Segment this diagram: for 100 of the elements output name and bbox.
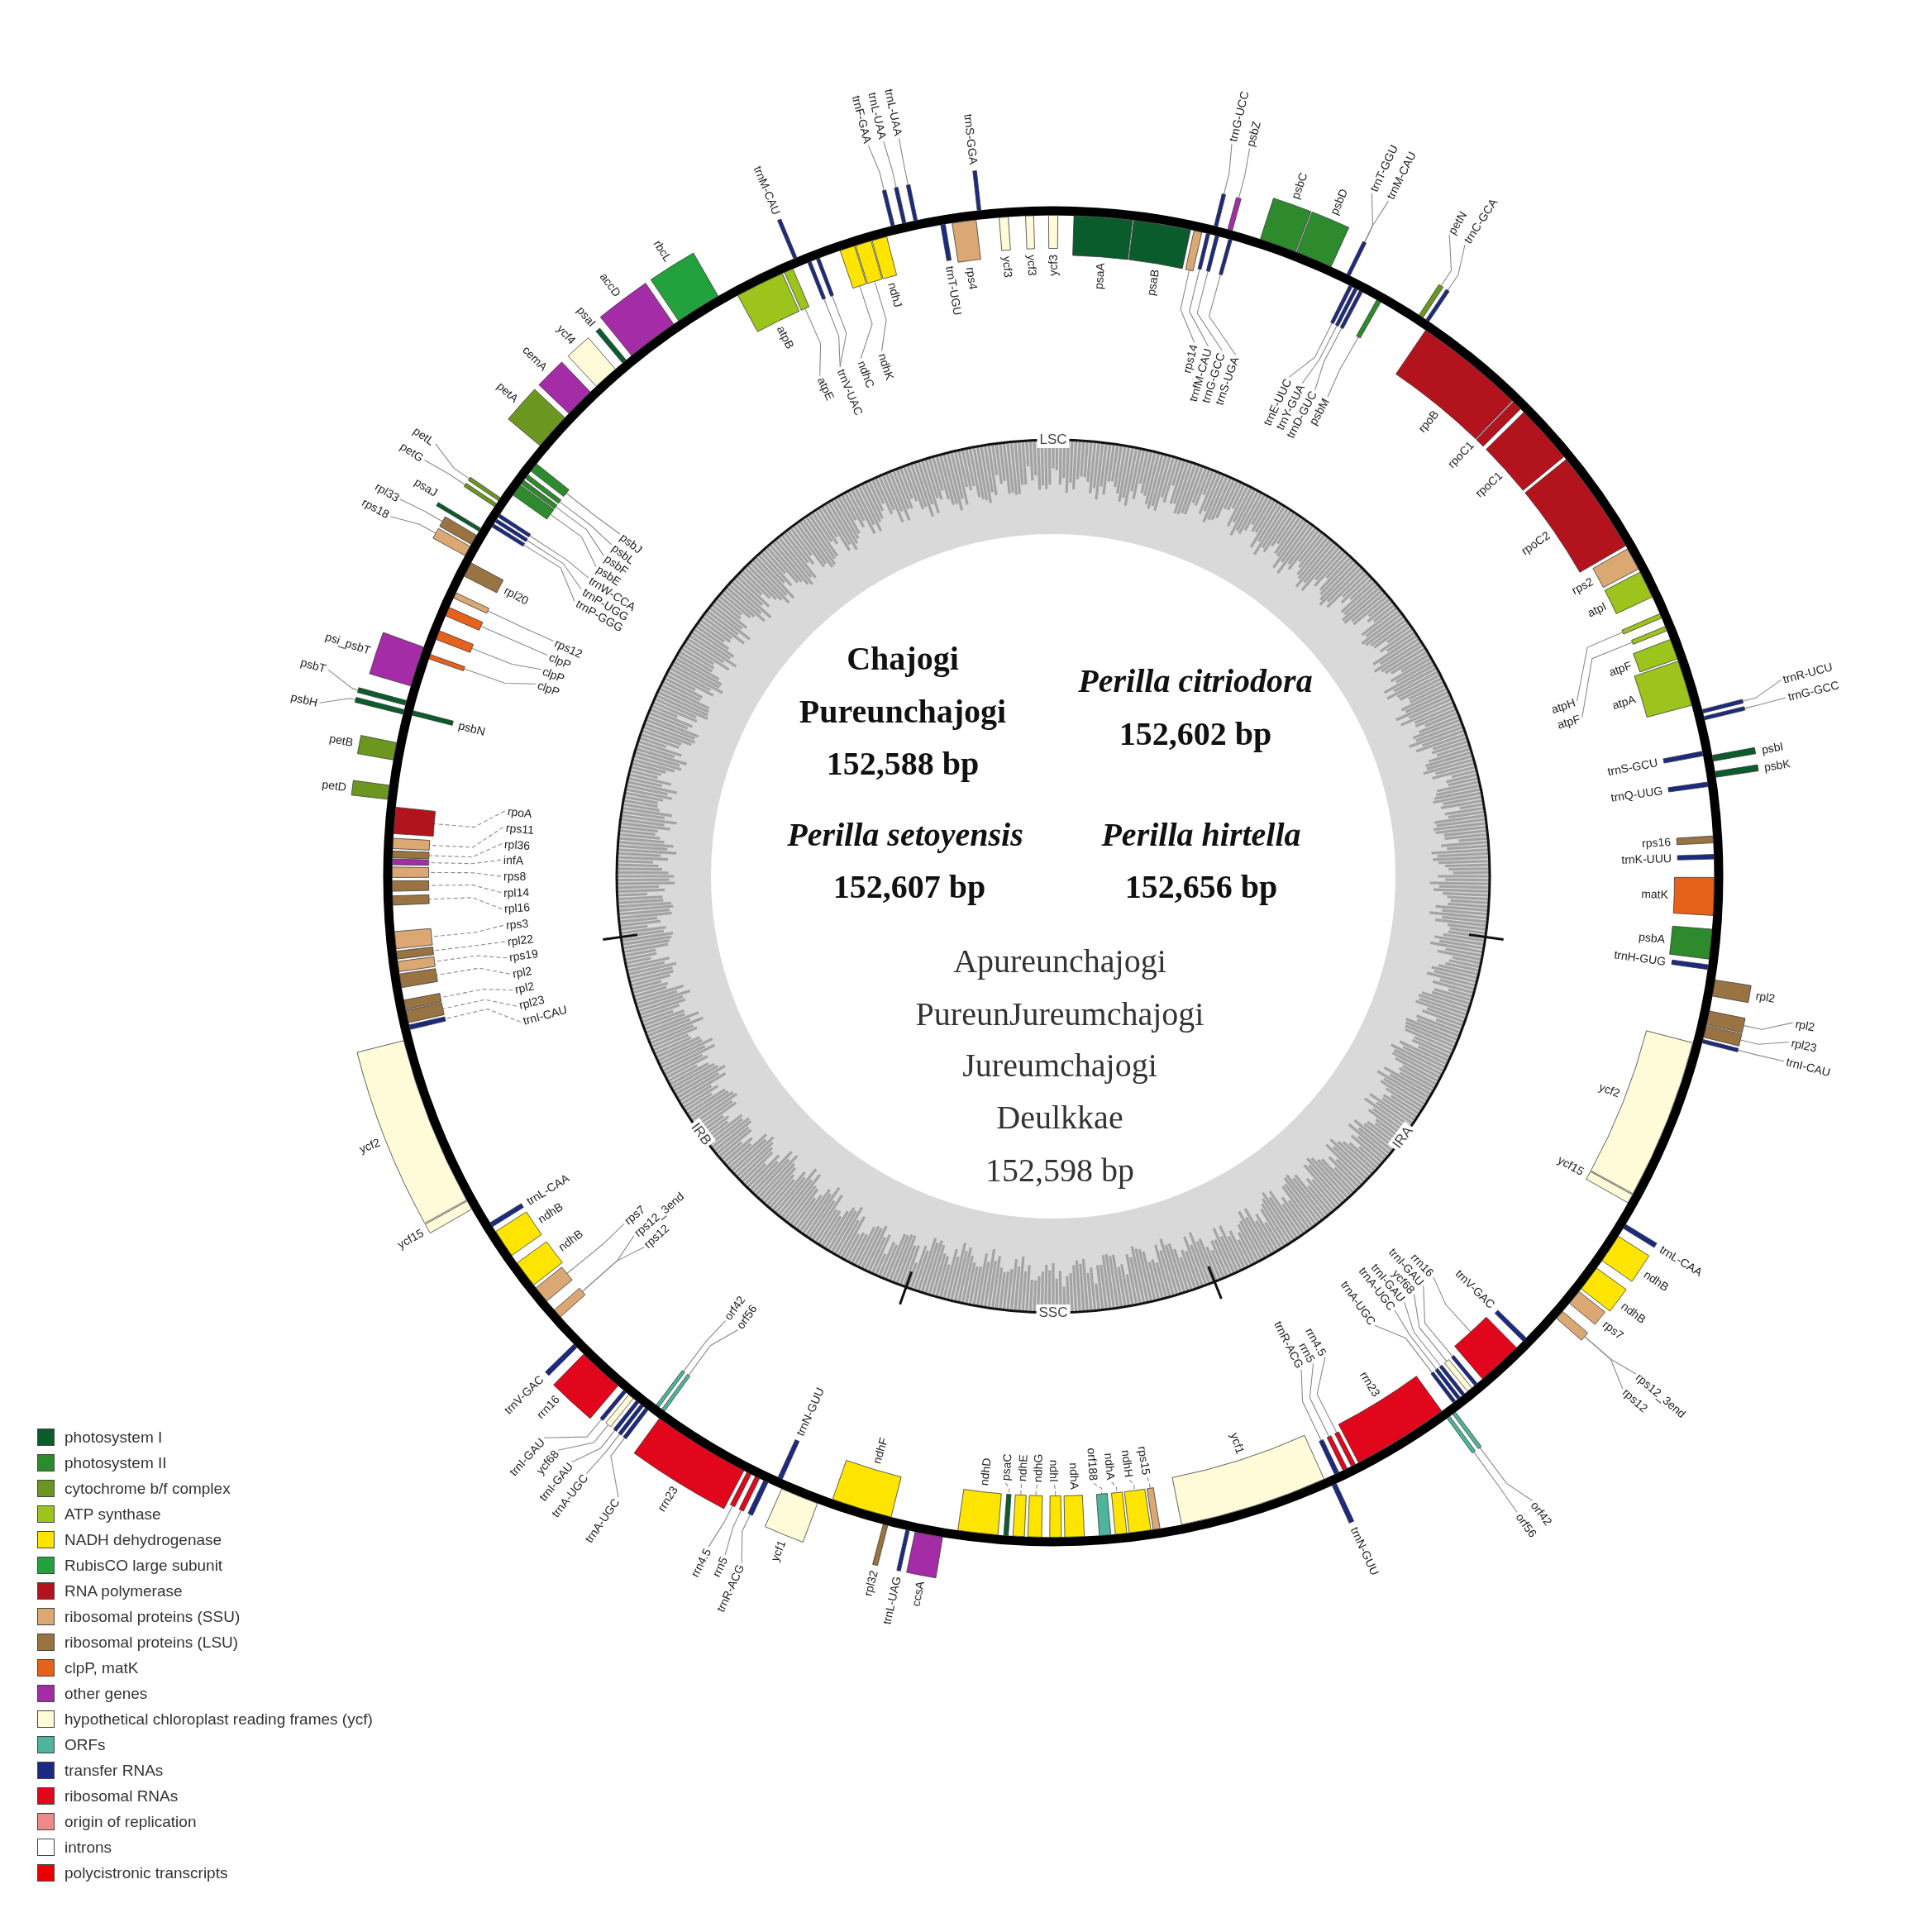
leader-line	[724, 1510, 742, 1556]
gene-block	[881, 189, 895, 227]
gene-block	[1711, 746, 1757, 762]
gene-block	[357, 735, 398, 761]
leader-line	[1196, 270, 1223, 351]
gene-block	[1452, 1411, 1482, 1449]
gene-block	[464, 483, 497, 508]
gene-label: ycf3	[1000, 255, 1014, 279]
gene-label: rps2	[1569, 575, 1596, 596]
gene-label: trnQ-UUG	[1610, 785, 1663, 804]
gene-label: orf188	[1085, 1448, 1100, 1481]
legend-label: ribosomal proteins (LSU)	[64, 1634, 239, 1651]
leader-line	[435, 443, 470, 479]
gene-block	[623, 1407, 649, 1439]
gene-block	[1334, 1431, 1356, 1467]
genome-name: Chajogi	[847, 640, 959, 678]
gene-block	[392, 880, 430, 892]
leader-line	[1053, 1484, 1057, 1497]
leader-line	[557, 1424, 609, 1451]
leader-line	[555, 506, 604, 556]
genome-size: 152,656 bp	[1124, 868, 1278, 906]
gene-block	[605, 1394, 634, 1428]
legend-label: hypothetical chloroplast reading frames (ycf)	[64, 1710, 373, 1728]
gene-block	[1332, 1483, 1355, 1524]
gene-block	[905, 184, 918, 222]
genome-size: 152,602 bp	[1119, 715, 1272, 753]
gene-block	[392, 850, 430, 860]
gene-label: ndhK	[876, 351, 897, 382]
leader-line	[526, 539, 582, 590]
gene-block	[871, 236, 897, 279]
legend-label: photosystem II	[64, 1454, 167, 1471]
genome-name: Deulkkae	[996, 1099, 1123, 1137]
gene-block	[1025, 215, 1035, 250]
gene-label: ycf3	[1047, 255, 1059, 276]
gene-block	[554, 1287, 586, 1318]
leader-line	[480, 625, 548, 656]
legend-label: other genes	[64, 1685, 148, 1702]
gene-block	[1706, 1010, 1746, 1033]
gene-label: ndhA	[1103, 1452, 1118, 1481]
leader-line	[1413, 1294, 1448, 1362]
gene-label: trnT-UGU	[944, 265, 965, 317]
leader-line	[463, 668, 537, 684]
gene-label: trnH-GUG	[1613, 948, 1667, 967]
leader-line	[1440, 234, 1453, 287]
gene-block	[1715, 764, 1759, 778]
gene-label: rpl36	[503, 837, 531, 851]
leader-line	[823, 298, 841, 368]
leader-line	[1576, 632, 1624, 702]
gene-block	[1335, 287, 1358, 327]
leader-line	[804, 308, 822, 377]
gene-label: rpl20	[502, 584, 531, 608]
leader-line	[559, 501, 613, 546]
gene-block	[1592, 548, 1639, 589]
gene-block	[1703, 1025, 1743, 1047]
gene-label: ycf15	[1556, 1153, 1586, 1178]
genome-name: Perilla citriodora	[1078, 662, 1313, 700]
gene-block	[445, 607, 484, 631]
gene-block	[777, 1439, 800, 1480]
gene-label: psbH	[289, 690, 319, 708]
gene-label: ndhH	[1119, 1449, 1135, 1479]
leader-line	[688, 1328, 739, 1376]
genome-size: 152,588 bp	[826, 745, 980, 783]
gene-block	[1205, 235, 1219, 272]
region-label: LSC	[1037, 432, 1070, 448]
gene-block	[1326, 1435, 1348, 1471]
gene-block	[1703, 706, 1746, 721]
gene-label: atpB	[775, 324, 797, 351]
gene-label: ycf3	[1025, 255, 1038, 277]
gene-block	[765, 1488, 818, 1543]
leader-line	[1147, 1476, 1151, 1489]
gene-block	[777, 218, 798, 260]
gene-block	[855, 241, 883, 284]
leader-line	[523, 544, 575, 602]
leader-line	[1020, 1483, 1023, 1496]
legend-label: ATP synthase	[64, 1505, 161, 1523]
gene-label: ycf1	[768, 1538, 788, 1563]
genome-name: PureunJureumchajogi	[915, 995, 1205, 1033]
leader-line	[471, 647, 542, 670]
gene-block	[1621, 613, 1662, 635]
leader-line	[1300, 1369, 1322, 1442]
leader-line	[428, 897, 503, 910]
legend-label: cytochrome b/f complex	[64, 1480, 231, 1497]
gene-label: psbD	[1328, 186, 1349, 217]
leader-line	[610, 1437, 626, 1498]
gene-label: ndhF	[870, 1436, 890, 1466]
genome-name: Pureunchajogi	[799, 693, 1007, 731]
gene-block	[1451, 1355, 1478, 1386]
legend-label: RubisCO large subunit	[64, 1557, 223, 1574]
leader-line	[1238, 147, 1251, 199]
leader-line	[433, 810, 506, 828]
leader-line	[399, 498, 443, 522]
gene-block	[906, 1531, 943, 1579]
leader-line	[1404, 1301, 1442, 1367]
leader-line	[1288, 322, 1333, 378]
gene-block	[432, 527, 470, 556]
leader-line	[423, 460, 466, 486]
leader-line	[436, 967, 511, 976]
legend-label: ribosomal proteins (SSU)	[64, 1608, 241, 1625]
genome-name: Apureunchajogi	[953, 942, 1166, 980]
gene-block	[1425, 289, 1450, 322]
